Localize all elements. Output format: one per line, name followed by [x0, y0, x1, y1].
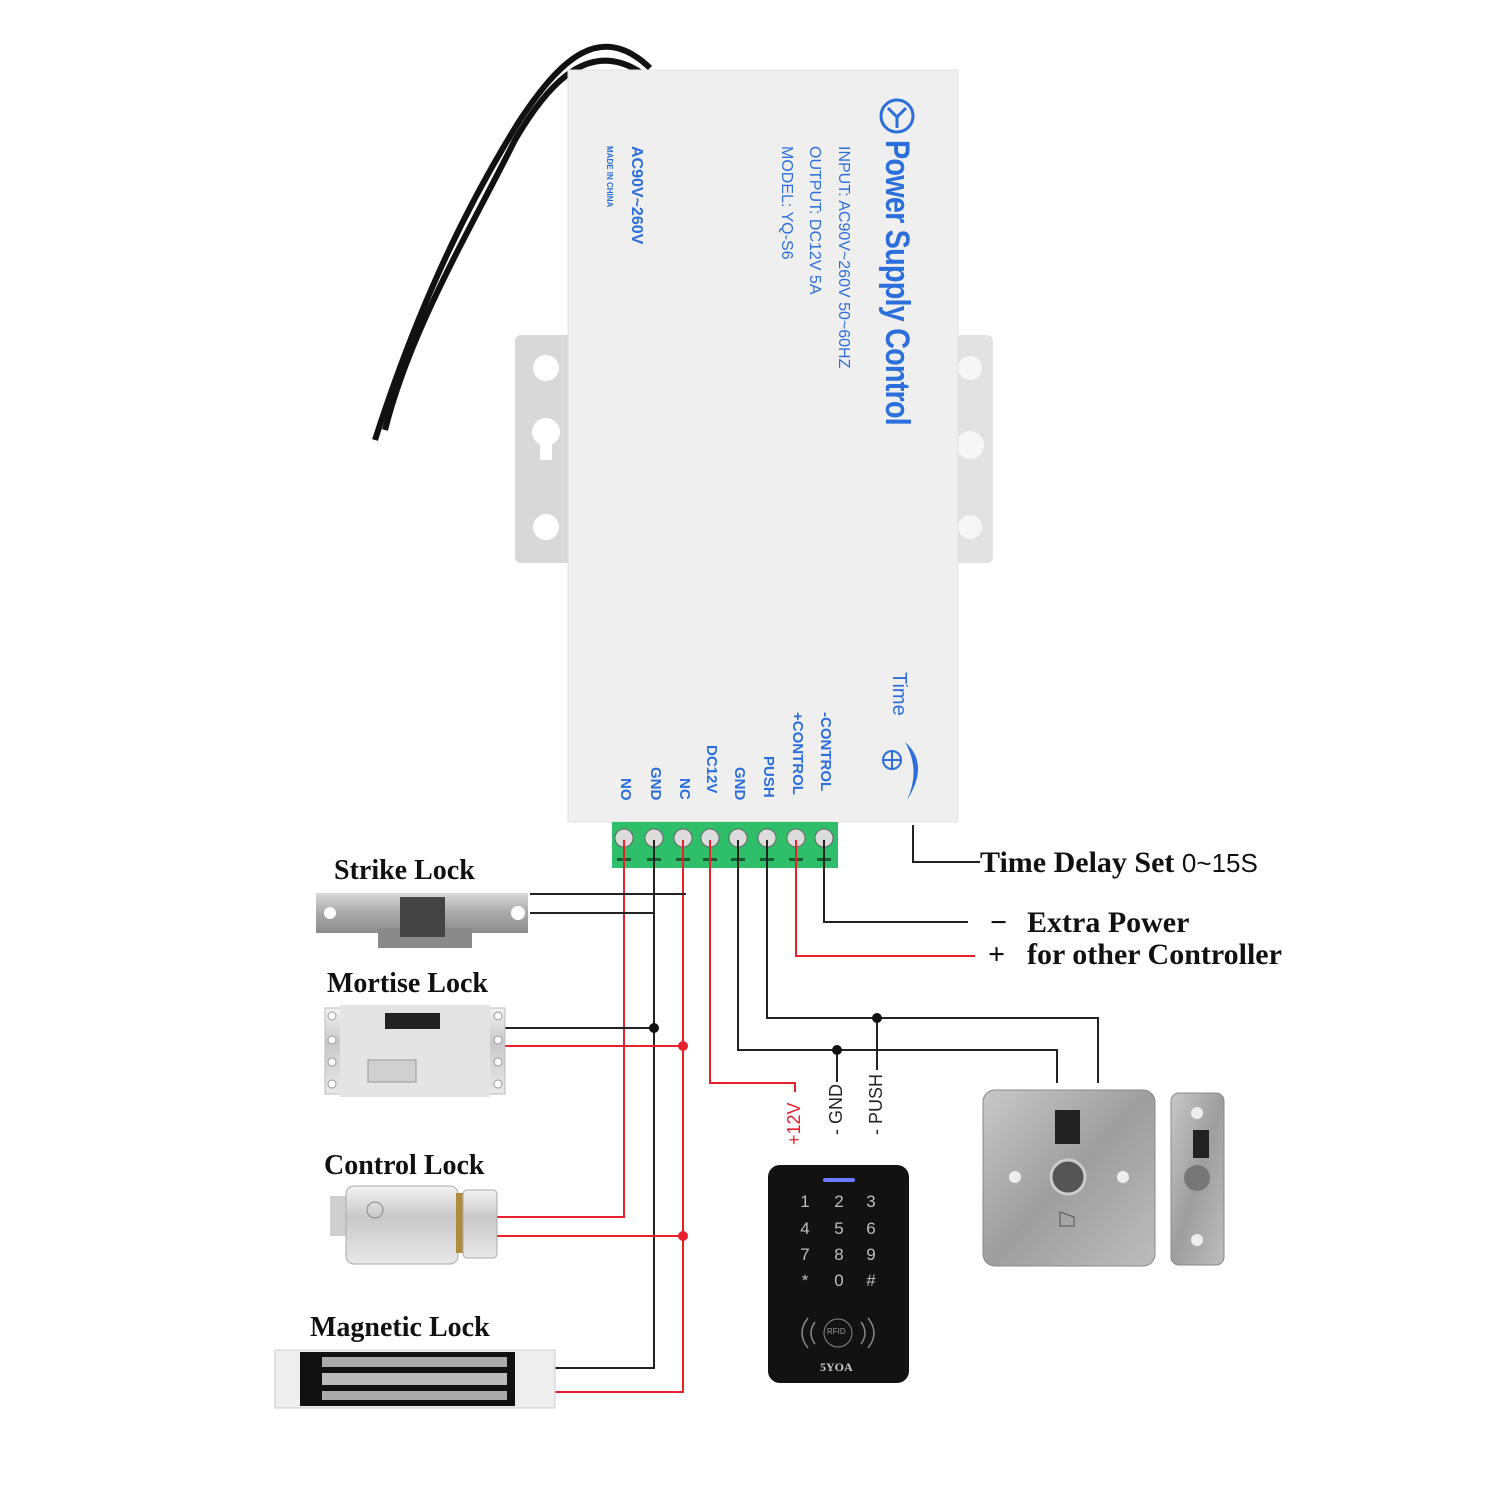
junction-dot	[649, 1023, 659, 1033]
device-input-spec: INPUT: AC90V~260V 50~60HZ	[835, 146, 852, 369]
wire-nc	[555, 840, 684, 1393]
keypad-key: 6	[866, 1219, 876, 1238]
time-delay-label: Time Delay Set 0~15S	[980, 846, 1258, 880]
terminal-label: +CONTROL	[789, 712, 806, 795]
junction-dot	[678, 1231, 688, 1241]
junction-dot	[678, 1041, 688, 1051]
junction-dot	[872, 1013, 882, 1023]
wire-minus-control	[823, 840, 968, 923]
keypad-key: 0	[834, 1271, 844, 1290]
keypad-wire-12v: +12V	[784, 1102, 804, 1145]
keypad-wire-push: - PUSH	[866, 1073, 886, 1135]
extra-power-text: Extra Power	[1027, 906, 1190, 939]
keypad-brand: 5YOA	[820, 1360, 853, 1374]
keypad-key: 8	[834, 1245, 844, 1264]
time-knob-label: Time	[888, 672, 910, 716]
wire-dc12v	[709, 840, 796, 1092]
device-model-spec: MODEL: YQ-S6	[778, 146, 795, 260]
terminal-label: NO	[617, 778, 634, 801]
wire-gnd-lock	[555, 840, 655, 1369]
terminal-label: DC12V	[703, 745, 720, 794]
time-knob-icon	[882, 742, 919, 800]
keypad-key: #	[866, 1271, 876, 1290]
extra-power-minus-label: −Extra Power	[990, 906, 1189, 940]
strike-lock-image	[316, 893, 528, 948]
wire-gnd-button	[737, 840, 1058, 1083]
keypad-key: 9	[866, 1245, 876, 1264]
extra-power-plus-label: + for other Controller	[988, 938, 1282, 972]
keypad-key: 2	[834, 1192, 844, 1211]
strike-lock-label: Strike Lock	[334, 855, 475, 886]
minus-sign: −	[990, 906, 1008, 939]
mortise-lock-label: Mortise Lock	[327, 968, 488, 999]
time-delay-leader	[912, 825, 980, 863]
keypad-key: 7	[800, 1245, 810, 1264]
keypad-image	[768, 1165, 909, 1383]
control-lock-label: Control Lock	[324, 1150, 485, 1181]
keypad-rfid-label: RFID	[827, 1327, 846, 1336]
terminal-label: GND	[647, 767, 664, 801]
plus-sign: +	[988, 938, 1006, 971]
wire-push-button	[766, 840, 1099, 1083]
brand-logo-icon	[879, 98, 915, 134]
terminal-label: NC	[676, 778, 693, 800]
exit-button-square-image	[982, 1089, 1156, 1267]
device-output-spec: OUTPUT: DC12V 5A	[806, 146, 823, 295]
terminal-label: PUSH	[760, 756, 777, 798]
device-origin: MADE IN CHINA	[605, 146, 614, 208]
keypad-key: *	[801, 1271, 809, 1290]
terminal-label: -CONTROL	[817, 712, 834, 792]
terminal-block	[612, 822, 838, 868]
device-voltage-range: AC90V~260V	[628, 146, 645, 245]
mounting-bracket-right	[955, 335, 993, 563]
time-delay-text: Time Delay Set	[980, 846, 1175, 879]
magnetic-lock-image	[274, 1349, 556, 1409]
keypad-wire-gnd: - GND	[826, 1084, 846, 1135]
keypad-key: 3	[866, 1192, 876, 1211]
mounting-bracket-left	[515, 335, 575, 563]
wires	[495, 825, 1099, 1393]
terminal-label: GND	[731, 767, 748, 801]
power-cord	[372, 43, 653, 441]
exit-button-slim-image	[1170, 1092, 1225, 1266]
wire-plus-control	[795, 840, 975, 957]
junction-dot	[832, 1045, 842, 1055]
keypad-key: 1	[800, 1192, 810, 1211]
keypad-key: 4	[800, 1219, 810, 1238]
other-controller-text: for other Controller	[1027, 938, 1282, 971]
magnetic-lock-label: Magnetic Lock	[310, 1312, 490, 1343]
control-lock-image	[330, 1185, 498, 1265]
time-delay-range: 0~15S	[1181, 848, 1258, 878]
wire-no	[495, 840, 625, 1218]
device-title: Power Supply Control	[878, 140, 916, 425]
keypad-key: 5	[834, 1219, 844, 1238]
mortise-lock-image	[324, 1005, 506, 1097]
